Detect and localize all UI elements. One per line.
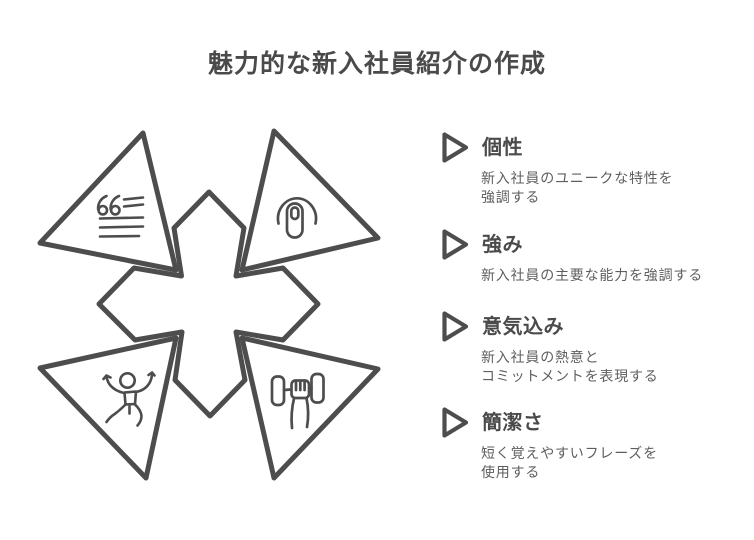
legend-item-label: 簡潔さ [482,411,544,434]
tap-finger-icon [276,196,318,239]
triangle-top-left [37,130,179,273]
triangle-bottom-right [239,335,381,481]
legend-item-label: 強み [482,233,523,256]
excited-person-icon [102,371,156,427]
legend-item-description: 新入社員の主要な能力を強調する [481,267,703,283]
play-arrow-icon [442,407,469,438]
play-arrow-icon [442,132,469,163]
page-title: 魅力的な新入社員紹介の作成 [207,50,546,78]
play-arrow-icon [442,311,469,342]
legend-item-strengths: 強み 新入社員の主要な能力を強調する [441,228,741,285]
triangle-bottom-left [37,335,179,481]
legend-item-label: 個性 [482,136,523,159]
legend-item-label: 意気込み [482,315,564,338]
dumbbell-icon [270,372,325,430]
legend-item-personality: 個性 新入社員のユニークな特性を 強調する [441,131,741,207]
quote-icon [96,194,145,238]
center-star-shape [96,189,321,419]
play-arrow-icon [442,229,469,260]
legend-item-description: 新入社員の熱意と コミットメントを表現する [481,349,659,384]
legend-item-description: 新入社員のユニークな特性を 強調する [481,170,674,205]
legend-item-conciseness: 簡潔さ 短く覚えやすいフレーズを 使用する [441,406,741,482]
triangle-top-right [239,128,381,273]
legend-item-enthusiasm: 意気込み 新入社員の熱意と コミットメントを表現する [441,310,741,386]
legend-item-description: 短く覚えやすいフレーズを 使用する [481,445,658,480]
